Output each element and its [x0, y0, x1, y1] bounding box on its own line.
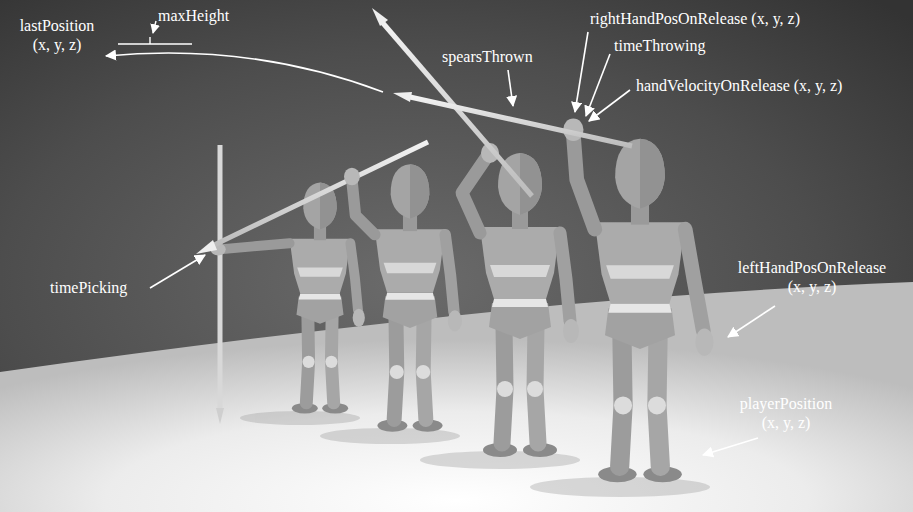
callout-label: handVelocityOnRelease (x, y, z): [636, 76, 842, 95]
trajectory-arc: [106, 53, 383, 92]
spear-standing: [216, 145, 224, 424]
callout-label: leftHandPosOnRelease (x, y, z): [736, 258, 889, 296]
callout-label: rightHandPosOnRelease (x, y, z): [590, 9, 800, 28]
height-tick: [118, 43, 192, 44]
floor: [0, 282, 913, 512]
leader-arrow: [589, 90, 630, 121]
callout-label: timePicking: [50, 278, 127, 297]
mannequin: [462, 143, 579, 457]
callout-label: lastPosition (x, y, z): [18, 16, 97, 54]
leader-arrow: [703, 438, 758, 455]
mannequin: [563, 118, 713, 482]
shadows: [240, 411, 710, 497]
callout-label: maxHeight: [158, 6, 229, 25]
leader-arrow: [586, 54, 610, 116]
mannequin: [344, 164, 462, 432]
height-tick: [149, 37, 150, 44]
leader-arrow: [153, 21, 156, 33]
callout-label: timeThrowing: [614, 36, 706, 55]
callout-label: playerPosition (x, y, z): [738, 394, 835, 432]
leader-arrow: [728, 306, 775, 337]
leader-arrow: [150, 255, 205, 288]
spear: [372, 8, 532, 196]
leader-arrow: [508, 70, 513, 106]
leader-arrow: [575, 32, 588, 112]
mannequin: [211, 182, 365, 413]
callout-label: spearsThrown: [442, 47, 533, 66]
